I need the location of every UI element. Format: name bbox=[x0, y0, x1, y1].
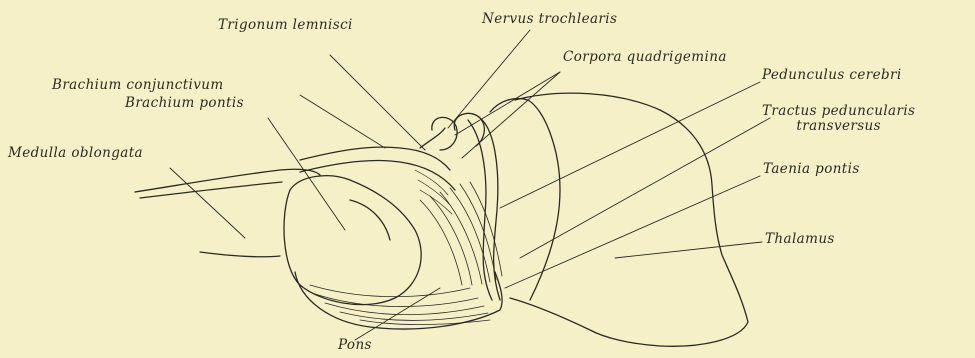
thalamus-outline bbox=[510, 93, 748, 346]
label-brachium-pontis: Brachium pontis bbox=[125, 96, 244, 111]
label-thalamus: Thalamus bbox=[765, 232, 835, 247]
label-taenia-pontis: Taenia pontis bbox=[763, 162, 860, 177]
label-medulla-oblongata: Medulla oblongata bbox=[8, 146, 143, 161]
label-trigonum-lemnisci: Trigonum lemnisci bbox=[218, 18, 353, 33]
label-tractus-peduncularis-line2: transversus bbox=[762, 119, 915, 134]
colliculus-superior bbox=[454, 113, 484, 146]
trigonum-hatching bbox=[415, 170, 452, 214]
label-brachium-conjunctivum: Brachium conjunctivum bbox=[52, 78, 224, 93]
label-nervus-trochlearis: Nervus trochlearis bbox=[482, 12, 617, 27]
label-pedunculus-cerebri: Pedunculus cerebri bbox=[762, 68, 902, 83]
pons-fibers bbox=[310, 182, 502, 325]
label-corpora-quadrigemina: Corpora quadrigemina bbox=[563, 50, 727, 65]
label-pons: Pons bbox=[338, 338, 372, 353]
medulla-outline bbox=[135, 169, 320, 192]
label-tractus-peduncularis-line1: Tractus peduncularis bbox=[762, 104, 915, 119]
leader-lines bbox=[170, 30, 770, 340]
brachium-pontis-outline bbox=[284, 176, 421, 305]
label-tractus-peduncularis-transversus: Tractus peduncularis transversus bbox=[762, 104, 915, 134]
trochlear-nerve bbox=[420, 128, 445, 148]
pedunculus-outline bbox=[490, 99, 560, 301]
